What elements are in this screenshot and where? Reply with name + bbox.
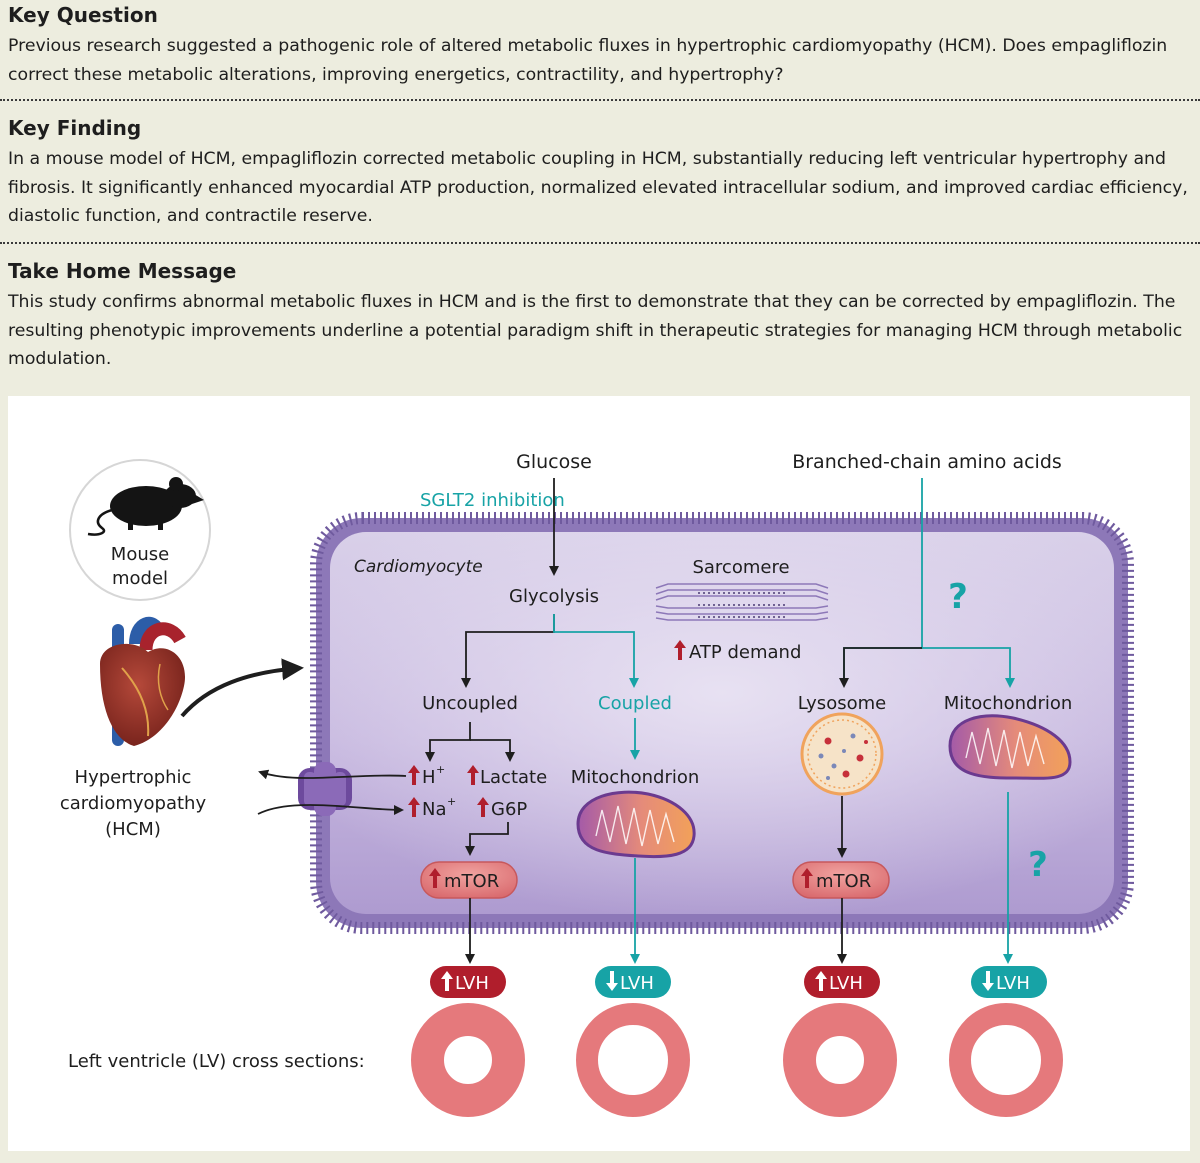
glycolysis-label: Glycolysis	[509, 586, 599, 607]
g6p-label: G6P	[491, 799, 527, 820]
lvh-label: LVH	[455, 973, 489, 994]
atp-demand-label: ATP demand	[689, 642, 801, 663]
hydrogen-charge: +	[436, 763, 445, 776]
take-home-section: Take Home Message This study confirms ab…	[8, 258, 1192, 374]
up-arrow-icon	[477, 797, 489, 817]
take-home-text: This study confirms abnormal metabolic f…	[8, 292, 1183, 369]
lysosome-icon	[800, 712, 884, 796]
lv-cross-sections-label: Left ventricle (LV) cross sections:	[68, 1051, 365, 1072]
up-arrow-icon	[441, 971, 453, 991]
key-finding-text: In a mouse model of HCM, empagliflozin c…	[8, 149, 1188, 226]
key-question-heading: Key Question	[8, 3, 158, 27]
lv-cross-section-thick	[783, 1003, 897, 1117]
sodium-charge: +	[447, 795, 456, 808]
glucose-label: Glucose	[516, 451, 592, 473]
take-home-heading: Take Home Message	[8, 259, 237, 283]
lvh-decrease-badge: LVH	[595, 966, 671, 998]
lvh-increase-badge: LVH	[430, 966, 506, 998]
membrane-bilayer-texture	[310, 512, 1134, 934]
up-arrow-icon	[408, 765, 420, 785]
arrow-uncoupled-right	[470, 739, 515, 762]
key-finding-heading: Key Finding	[8, 116, 142, 140]
mitochondrion-icon	[948, 714, 1072, 780]
lv-cross-section-thin	[576, 1003, 690, 1117]
mtor-label: mTOR	[816, 871, 871, 892]
key-finding-section: Key Finding In a mouse model of HCM, emp…	[8, 115, 1192, 231]
arrow-bcaa-mitochondrion	[922, 647, 1015, 688]
hcm-label-line3: (HCM)	[105, 819, 161, 840]
key-question-text: Previous research suggested a pathogenic…	[8, 36, 1168, 85]
arrow-heart-to-cell	[180, 658, 304, 718]
lysosome-label: Lysosome	[798, 693, 886, 714]
down-arrow-icon	[606, 971, 618, 991]
ion-exchanger-icon	[298, 762, 352, 816]
graphical-abstract-panel: Cardiomyocyte Glucose Branched-chain ami…	[8, 396, 1190, 1151]
lactate-label: Lactate	[480, 767, 547, 788]
lv-cross-section-thin	[949, 1003, 1063, 1117]
arrow-g6p-mtor	[465, 822, 509, 856]
uncoupled-label: Uncoupled	[422, 693, 518, 714]
down-arrow-icon	[982, 971, 994, 991]
up-arrow-icon	[429, 868, 441, 888]
cell-highlight	[330, 532, 1114, 914]
pathway-diagram: Cardiomyocyte Glucose Branched-chain ami…	[60, 451, 1134, 1117]
question-mark-icon: ?	[1028, 845, 1048, 885]
mtor-label: mTOR	[444, 871, 499, 892]
heart-icon	[100, 616, 186, 746]
key-question-section: Key Question Previous research suggested…	[8, 2, 1192, 89]
mouse-icon	[87, 477, 204, 536]
sarcomere-icon	[655, 583, 829, 621]
lvh-increase-badge: LVH	[804, 966, 880, 998]
mitochondrion-label-coupled: Mitochondrion	[571, 767, 700, 788]
mtor-badge-uncoupled: mTOR	[420, 861, 518, 899]
lvh-label: LVH	[620, 973, 654, 994]
arrow-bcaa-lysosome	[839, 647, 922, 688]
mitochondrion-label-bcaa: Mitochondrion	[944, 693, 1073, 714]
bcaa-label: Branched-chain amino acids	[792, 451, 1062, 473]
coupled-label: Coupled	[598, 693, 672, 714]
sglt2-inhibition-label: SGLT2 inhibition	[420, 490, 565, 511]
mouse-model-badge: Mouse model	[69, 459, 211, 601]
arrow-sodium-in	[257, 804, 404, 815]
arrow-proton-out	[258, 769, 407, 780]
up-arrow-icon	[408, 797, 420, 817]
section-divider	[0, 242, 1200, 244]
lvh-decrease-badge: LVH	[971, 966, 1047, 998]
arrow-uncoupled-left	[425, 722, 471, 762]
arrow-glycolysis-coupled	[553, 614, 639, 688]
hydrogen-ion-label: H	[422, 767, 436, 788]
hcm-label-line1: Hypertrophic	[75, 767, 192, 788]
lv-cross-section-thick	[411, 1003, 525, 1117]
mtor-badge-lysosome: mTOR	[792, 861, 890, 899]
mitochondrion-icon	[576, 790, 696, 859]
up-arrow-icon	[815, 971, 827, 991]
mouse-label-line2: model	[112, 568, 168, 589]
lvh-label: LVH	[829, 973, 863, 994]
cardiomyocyte-label: Cardiomyocyte	[354, 557, 483, 577]
hcm-label-line2: cardiomyopathy	[60, 793, 207, 814]
section-divider	[0, 99, 1200, 101]
up-arrow-icon	[467, 765, 479, 785]
mouse-label-line1: Mouse	[111, 544, 169, 565]
question-mark-icon: ?	[948, 577, 968, 617]
up-arrow-icon	[674, 640, 686, 660]
lvh-label: LVH	[996, 973, 1030, 994]
up-arrow-icon	[801, 868, 813, 888]
sodium-ion-label: Na	[422, 799, 447, 820]
sarcomere-label: Sarcomere	[692, 557, 789, 578]
